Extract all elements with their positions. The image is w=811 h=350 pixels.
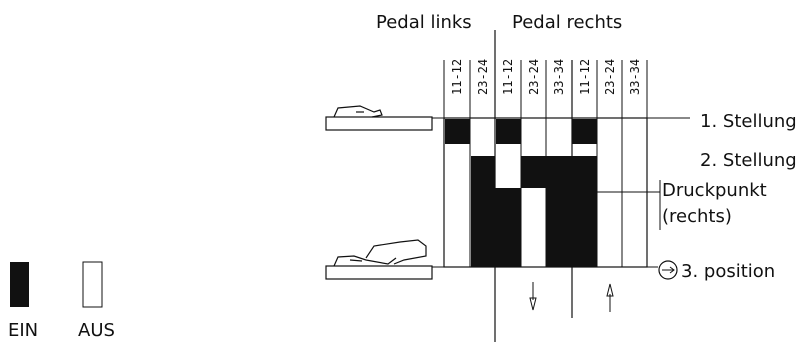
legend-on-swatch (10, 262, 29, 307)
bar-col4 (521, 156, 546, 188)
legend-on-label: EIN (8, 320, 38, 341)
column-label: 33-34 (552, 59, 566, 95)
bar-col6 (572, 156, 597, 267)
label-pedal-right: Pedal rechts (512, 12, 622, 33)
contact-bars (445, 119, 597, 267)
arrow-down-icon (529, 282, 537, 311)
bar-col5-lower (546, 188, 572, 267)
pedal-released-icon (325, 105, 433, 131)
column-label: 11-12 (450, 59, 464, 95)
column-headers (443, 60, 648, 118)
circle-arrow-icon (658, 260, 678, 280)
label-pedal-left: Pedal links (376, 12, 472, 33)
legend-off-label: AUS (78, 320, 115, 341)
column-label: 33-34 (628, 59, 642, 95)
bar-col3 (496, 119, 521, 144)
column-label: 23-24 (527, 59, 541, 95)
pressure-point-sub-label: (rechts) (662, 206, 732, 227)
bar-col6-top (572, 119, 597, 144)
column-label: 11-12 (578, 59, 592, 95)
bar-col2-lower (495, 188, 521, 267)
column-label: 23-24 (603, 59, 617, 95)
column-label: 23-24 (476, 59, 490, 95)
column-label: 11-12 (501, 59, 515, 95)
pedal-pressed-icon (325, 239, 433, 280)
position-1-label: 1. Stellung (700, 111, 797, 132)
bar-col2-upper (471, 156, 495, 267)
legend-off-swatch (82, 261, 103, 308)
position-2-label: 2. Stellung (700, 150, 797, 171)
pressure-point-label: Druckpunkt (662, 180, 767, 201)
bar-col5 (546, 156, 572, 188)
arrow-up-icon (606, 283, 614, 312)
bar-col1 (445, 119, 470, 144)
position-3-label: 3. position (681, 261, 775, 282)
